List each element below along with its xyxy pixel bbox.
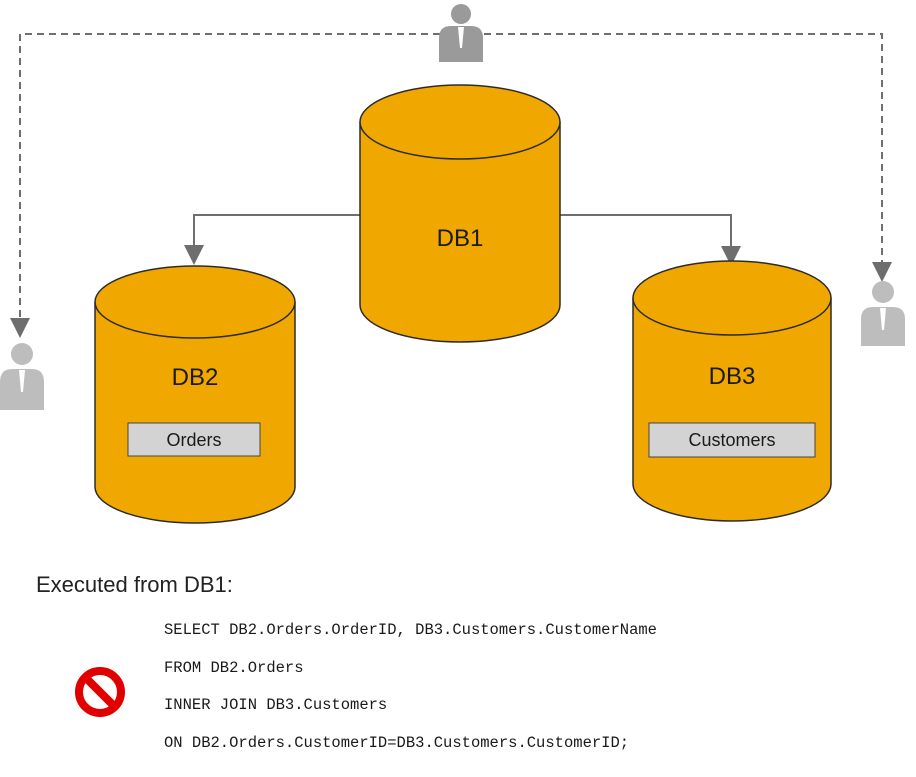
- db1-cylinder: DB1: [359, 84, 561, 343]
- dashed-connector-left: [10, 33, 440, 338]
- connector-db1-db3: [560, 214, 741, 266]
- user-icon: [439, 4, 483, 62]
- orders-table-label: Orders: [166, 430, 221, 450]
- db3-label: DB3: [709, 363, 756, 390]
- user-icon: [861, 281, 905, 346]
- sql-line: INNER JOIN DB3.Customers: [164, 696, 388, 714]
- sql-line: SELECT DB2.Orders.OrderID, DB3.Customers…: [164, 621, 657, 639]
- user-icon: [0, 343, 44, 410]
- customers-table-label: Customers: [688, 430, 775, 450]
- sql-line: ON DB2.Orders.CustomerID=DB3.Customers.C…: [164, 733, 630, 752]
- db2-cylinder: DB2 Orders: [94, 265, 296, 524]
- customers-table-box: [648, 422, 816, 458]
- sql-query: SELECT DB2.Orders.OrderID, DB3.Customers…: [164, 612, 657, 762]
- sql-line: FROM DB2.Orders: [164, 658, 304, 677]
- database-diagram: DB1 DB2 Orders DB3 Customers: [0, 4, 905, 524]
- db1-label: DB1: [437, 225, 484, 252]
- db3-cylinder: DB3 Customers: [632, 260, 832, 522]
- connector-db1-db2: [184, 214, 360, 265]
- dashed-connector-right: [484, 33, 892, 282]
- executed-from-caption: Executed from DB1:: [36, 572, 233, 597]
- prohibited-icon: [75, 667, 125, 717]
- db2-label: DB2: [172, 364, 219, 391]
- orders-table-box: [127, 422, 261, 457]
